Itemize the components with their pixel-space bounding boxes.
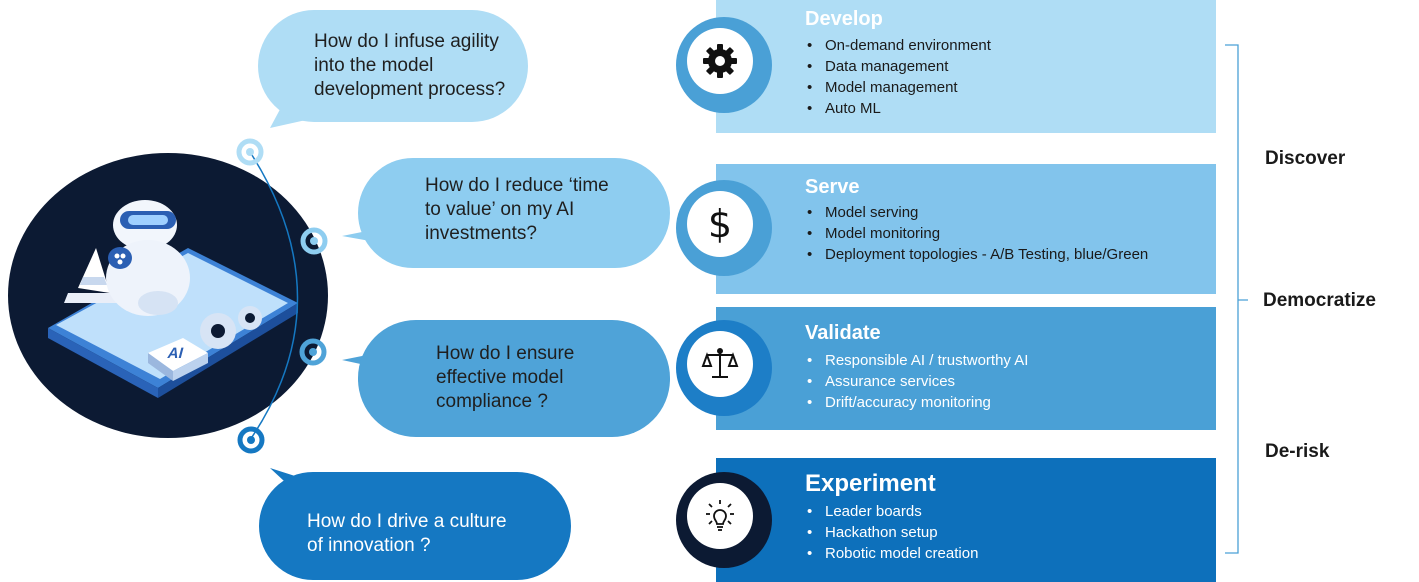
scales-icon	[687, 331, 753, 397]
question-1-line-1: How do I infuse agility	[314, 31, 499, 52]
gear-icon-ring	[676, 17, 772, 113]
stage-panel-experiment: Experiment Leader boards Hackathon setup…	[676, 458, 1216, 582]
question-1-line-2: into the model	[314, 55, 434, 76]
question-bubble-4: How do I drive a culture of innovation ?	[259, 472, 571, 580]
stage-items-validate: Responsible AI / trustworthy AI Assuranc…	[805, 350, 1028, 413]
question-3-line-2: effective model	[436, 367, 564, 388]
list-item: Data management	[805, 56, 991, 77]
list-item: Assurance services	[805, 371, 1028, 392]
scales-icon-ring	[676, 320, 772, 416]
outcome-democratize: Democratize	[1263, 290, 1376, 311]
list-item: Auto ML	[805, 98, 991, 119]
list-item: Drift/accuracy monitoring	[805, 392, 1028, 413]
outcome-discover: Discover	[1265, 148, 1346, 169]
stage-title-validate: Validate	[805, 322, 881, 344]
robot-illustration: AI	[8, 153, 328, 438]
stage-items-serve: Model serving Model monitoring Deploymen…	[805, 202, 1148, 265]
stage-panel-validate: Validate Responsible AI / trustworthy AI…	[676, 307, 1216, 430]
question-4-line-2: of innovation ?	[307, 535, 431, 556]
question-2-line-2: to value’ on my AI	[425, 199, 575, 220]
question-bubble-2: How do I reduce ‘time to value’ on my AI…	[358, 158, 670, 268]
list-item: Model management	[805, 77, 991, 98]
connector-node-4	[237, 426, 265, 454]
list-item: Responsible AI / trustworthy AI	[805, 350, 1028, 371]
question-4-line-1: How do I drive a culture	[307, 511, 507, 532]
connector-node-1	[236, 138, 264, 166]
stage-panel-serve: $ Serve Model serving Model monitoring D…	[676, 164, 1216, 294]
stage-title-develop: Develop	[805, 8, 883, 30]
list-item: Robotic model creation	[805, 543, 978, 564]
question-bubble-1: How do I infuse agility into the model d…	[258, 10, 528, 122]
list-item: Deployment topologies - A/B Testing, blu…	[805, 244, 1148, 265]
outcome-bracket	[1225, 44, 1248, 554]
robot-phone-icon	[48, 200, 298, 398]
lightbulb-icon	[687, 483, 753, 549]
question-1-line-3: development process?	[314, 79, 506, 100]
list-item: Leader boards	[805, 501, 978, 522]
question-3-line-1: How do I ensure	[436, 343, 575, 364]
outcome-de-risk: De-risk	[1265, 441, 1330, 462]
stage-title-experiment: Experiment	[805, 470, 936, 497]
question-3-line-3: compliance ?	[436, 391, 548, 412]
dollar-icon-ring: $	[676, 180, 772, 276]
stage-panel-develop: Develop On-demand environment Data manag…	[676, 0, 1216, 133]
question-bubble-3: How do I ensure effective model complian…	[358, 320, 670, 437]
stage-items-experiment: Leader boards Hackathon setup Robotic mo…	[805, 501, 978, 564]
list-item: Model serving	[805, 202, 1148, 223]
list-item: Model monitoring	[805, 223, 1148, 244]
list-item: On-demand environment	[805, 35, 991, 56]
stage-title-serve: Serve	[805, 176, 860, 198]
list-item: Hackathon setup	[805, 522, 978, 543]
lightbulb-icon-ring	[676, 472, 772, 568]
question-2-line-1: How do I reduce ‘time	[425, 175, 609, 196]
stage-items-develop: On-demand environment Data management Mo…	[805, 35, 991, 119]
dollar-icon: $	[687, 191, 753, 257]
gear-icon	[687, 28, 753, 94]
question-2-line-3: investments?	[425, 223, 537, 244]
